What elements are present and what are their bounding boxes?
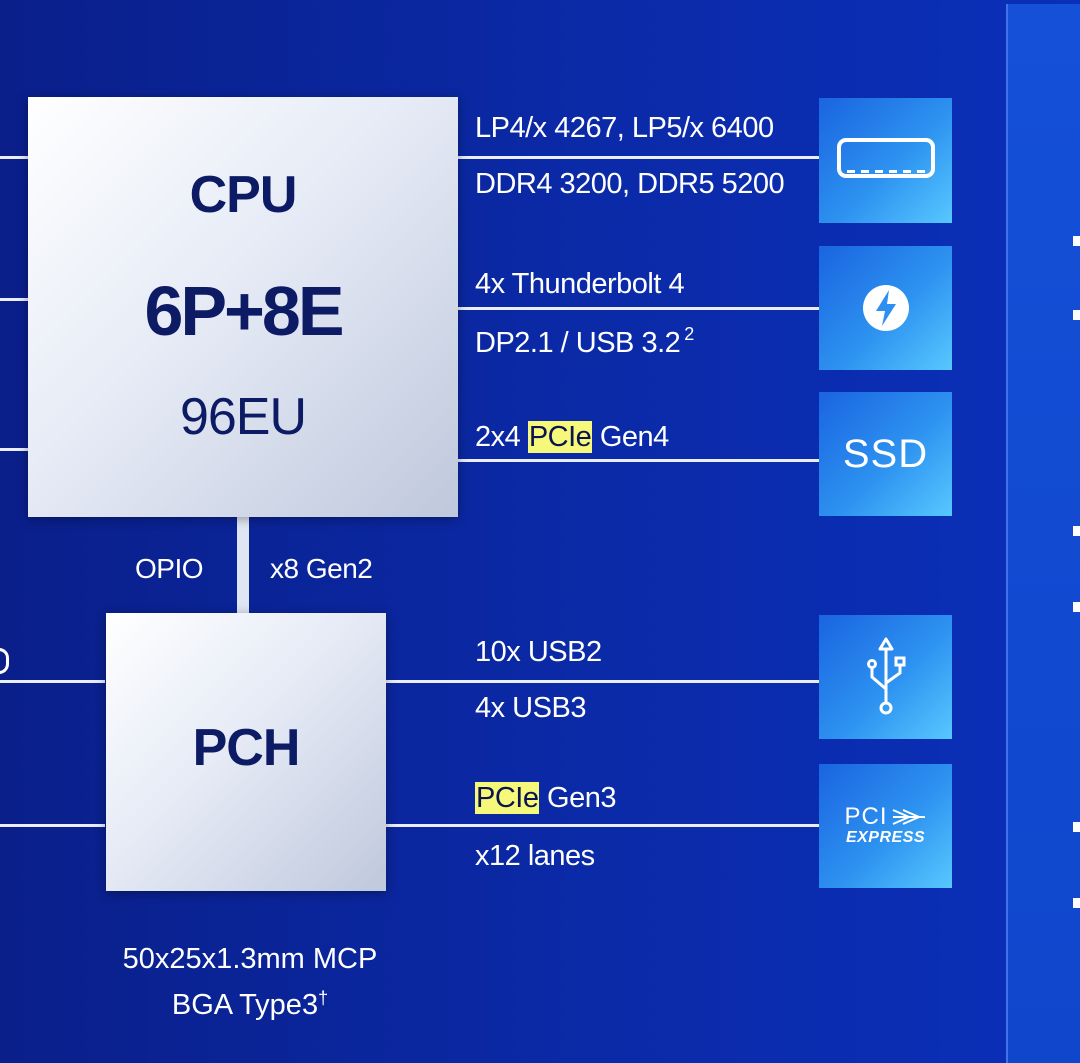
left-connector-line [0, 680, 105, 683]
pcie-connector-line [386, 824, 820, 827]
pch-block: PCH [106, 613, 386, 891]
left-edge-glyph [0, 648, 9, 674]
ssd-pcie-label: 2x4 PCIe Gen4 [475, 421, 669, 454]
pch-pcie-label: PCIe Gen3 [475, 782, 616, 815]
pcie-gen-suffix: Gen3 [539, 782, 616, 814]
ssd-lanes-prefix: 2x4 [475, 421, 528, 453]
package-type-text: BGA Type3 [171, 989, 319, 1021]
panel-bullet [1073, 822, 1080, 832]
right-panel [1006, 4, 1080, 1063]
package-type-label: BGA Type3† [90, 979, 410, 1025]
left-connector-line [0, 298, 28, 301]
pch-title: PCH [192, 719, 301, 777]
panel-bullet [1073, 602, 1080, 612]
x8-gen2-label: x8 Gen2 [270, 553, 373, 584]
ssd-tile: SSD [819, 392, 952, 516]
display-usb-text: DP2.1 / USB 3.2 [475, 327, 681, 359]
opio-label: OPIO [135, 553, 204, 584]
ssd-connector-line [458, 459, 820, 462]
panel-bullet [1073, 310, 1080, 320]
usb-icon [866, 637, 905, 715]
usb-tile [819, 615, 952, 739]
cpu-title: CPU [189, 166, 298, 224]
package-footnote-mark: † [318, 988, 329, 1008]
left-connector-line [0, 156, 28, 159]
cpu-eu-count: 96EU [179, 388, 307, 446]
memory-lpddr-label: LP4/x 4267, LP5/x 6400 [475, 112, 774, 144]
usb3-label: 4x USB3 [475, 692, 586, 724]
memory-module-icon [836, 137, 935, 178]
pci-arrows-icon [892, 808, 925, 825]
pcie-lanes-label: x12 lanes [475, 840, 595, 872]
cpu-core-config: 6P+8E [144, 272, 344, 350]
opio-link-line [237, 516, 249, 614]
thunderbolt-icon [862, 285, 909, 331]
pci-express-logo: PCI [844, 802, 926, 830]
pci-logo-text: PCI [844, 802, 888, 830]
pcie-tile: PCI EXPRESS [819, 764, 952, 888]
usb-connector-line [386, 680, 820, 683]
thunderbolt-connector-line [458, 307, 820, 310]
thunderbolt-tile [819, 246, 952, 370]
panel-bullet [1073, 526, 1080, 536]
memory-ddr-label: DDR4 3200, DDR5 5200 [475, 168, 785, 200]
footnote-marker: 2 [684, 324, 694, 344]
thunderbolt-label: 4x Thunderbolt 4 [475, 268, 685, 300]
left-connector-line [0, 448, 28, 451]
panel-bullet [1073, 898, 1080, 908]
ssd-gen-suffix: Gen4 [592, 421, 669, 453]
memory-tile [819, 98, 952, 223]
left-connector-line [0, 824, 105, 827]
cpu-block: CPU 6P+8E 96EU [28, 97, 458, 517]
usb2-label: 10x USB2 [475, 636, 602, 668]
express-logo-text: EXPRESS [845, 828, 926, 846]
ssd-tile-label: SSD [842, 431, 929, 476]
memory-connector-line [458, 156, 820, 159]
package-size-label: 50x25x1.3mm MCP [122, 943, 378, 975]
pcie-highlight: PCIe [475, 782, 540, 814]
panel-bullet [1073, 236, 1080, 246]
pcie-highlight: PCIe [527, 421, 593, 453]
